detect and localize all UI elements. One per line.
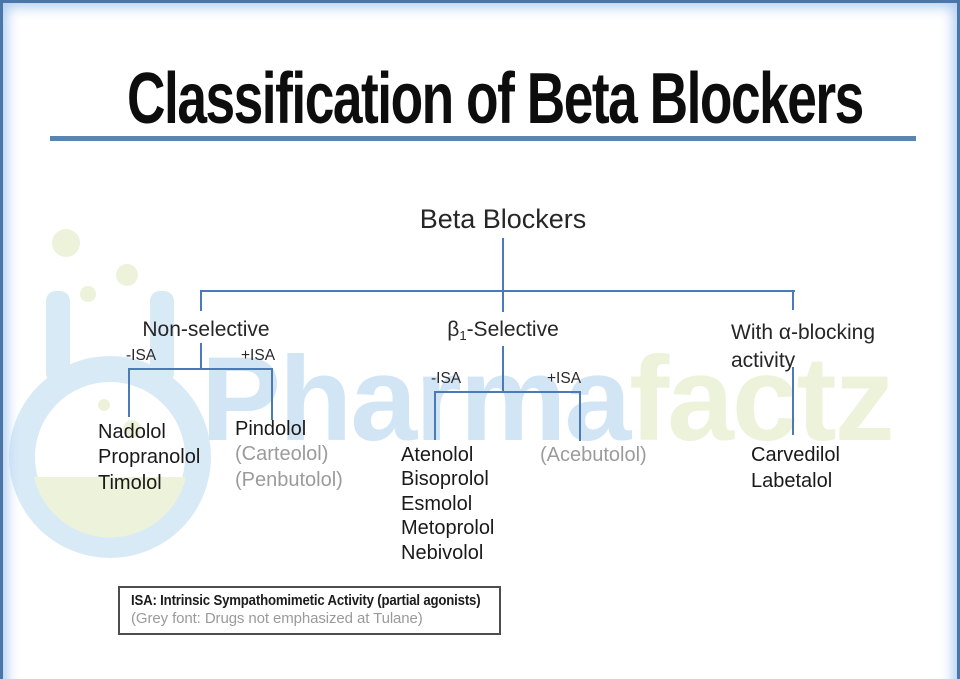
page-title: Classification of Beta Blockers: [127, 59, 864, 139]
drug-item: Nadolol: [98, 421, 166, 443]
drug-item: Carvedilol: [751, 444, 840, 466]
drug-item: (Carteolol): [235, 443, 329, 466]
drug-item: Labetalol: [751, 469, 833, 492]
tree-connector: [200, 292, 202, 311]
beta-subscript: 1: [459, 328, 467, 343]
drug-item: Nebivolol: [401, 541, 484, 564]
root-node-label: Beta Blockers: [419, 204, 587, 234]
alpha-blocking-line2: activity: [731, 349, 796, 372]
drug-item: Propranolol: [98, 446, 201, 469]
tree-connector: [128, 368, 273, 370]
drug-item: Pindolol: [235, 418, 307, 440]
drug-list-alpha-blocking: Carvedilol Labetalol: [751, 443, 840, 494]
branch-label-non-selective: Non-selective: [142, 318, 270, 341]
drug-list-b1-minus-isa: Atenolol Bisoprolol Esmolol Metoprolol N…: [401, 443, 494, 565]
drug-item: Esmolol: [401, 492, 473, 515]
group-label-ns-plus-isa: +ISA: [241, 347, 276, 364]
drug-list-b1-plus-isa: (Acebutolol): [540, 443, 647, 468]
beta-symbol: β: [447, 318, 460, 341]
drug-item: (Penbutolol): [235, 468, 343, 491]
legend-line-isa: ISA: Intrinsic Sympathomimetic Activity …: [131, 592, 481, 609]
group-label-ns-minus-isa: -ISA: [126, 347, 157, 364]
tree-connector: [792, 367, 794, 435]
legend-box: ISA: Intrinsic Sympathomimetic Activity …: [118, 586, 501, 635]
branch-label-alpha-blocking: With α-blocking activity: [731, 319, 875, 375]
legend-line-grey-font: (Grey font: Drugs not emphasized at Tula…: [131, 610, 423, 627]
beta-blockers-tree: Beta Blockers Non-selective -ISA +ISA Na…: [3, 3, 957, 679]
watermark-wordmark: Pharmafactz: [201, 339, 895, 459]
tree-connector: [200, 343, 202, 370]
tree-connector: [434, 391, 581, 393]
title-underline: [50, 136, 916, 141]
group-label-b1-plus-isa: +ISA: [547, 370, 582, 387]
drug-item: (Acebutolol): [540, 444, 647, 466]
tree-connector: [579, 393, 581, 441]
tree-connector: [792, 292, 794, 310]
group-label-b1-minus-isa: -ISA: [431, 370, 462, 387]
drug-item: Timolol: [98, 471, 162, 494]
tree-connector: [200, 290, 795, 292]
tree-connector: [502, 238, 504, 292]
tree-connector: [271, 370, 273, 420]
drug-item: Metoprolol: [401, 517, 495, 540]
alpha-blocking-line1: With α-blocking: [731, 321, 876, 344]
watermark-part2: factz: [629, 332, 894, 466]
tree-connector: [128, 370, 130, 417]
flask-icon: [9, 229, 211, 558]
tree-connector: [502, 346, 504, 393]
drug-item: Bisoprolol: [401, 468, 489, 491]
drug-list-ns-plus-isa: Pindolol (Carteolol) (Penbutolol): [235, 417, 343, 493]
drug-list-ns-minus-isa: Nadolol Propranolol Timolol: [98, 420, 200, 496]
branch-label-b1-selective: β1-Selective: [433, 318, 573, 343]
b1-selective-text: -Selective: [466, 318, 559, 341]
tree-connector: [502, 292, 504, 312]
tree-connector: [434, 393, 436, 440]
drug-item: Atenolol: [401, 444, 474, 466]
